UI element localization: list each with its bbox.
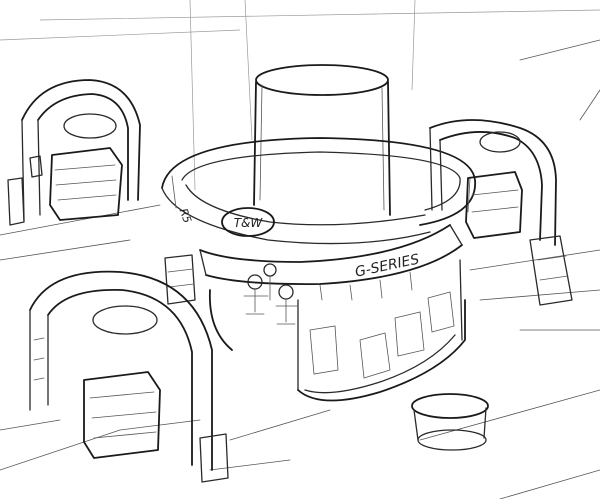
logo-badge: T&W R5 xyxy=(177,207,275,237)
oval-table-front xyxy=(411,393,489,451)
band-left-label: R5 xyxy=(177,207,194,225)
upper-ring-band xyxy=(161,137,476,245)
arch-booth-upper-left xyxy=(7,79,141,226)
display-rack-left xyxy=(164,254,196,305)
central-display-counter xyxy=(208,259,466,402)
bar-stools xyxy=(243,263,299,325)
central-tower xyxy=(253,64,391,216)
lower-ring-band: G-SERIES xyxy=(199,224,463,285)
logo-label: T&W xyxy=(234,216,264,230)
arch-booth-upper-right xyxy=(429,119,573,306)
arch-booth-lower-left xyxy=(29,270,229,483)
